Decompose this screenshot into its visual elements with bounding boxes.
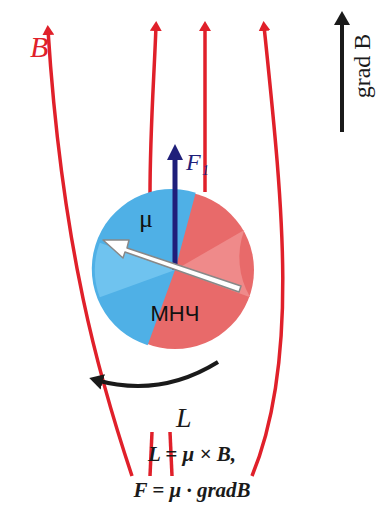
particle-name: МНЧ (151, 303, 200, 325)
particle-shape (95, 190, 255, 350)
gradient-label: grad B (350, 34, 374, 99)
moment-symbol: μ (139, 206, 153, 232)
torque-label: L (176, 404, 192, 432)
field-label: B (30, 32, 48, 62)
formula: F = μ · gradB (133, 480, 250, 501)
nanoparticle-circle: μМНЧ (95, 190, 255, 350)
formula: L = μ × B, (148, 444, 236, 465)
force-label: F₁ (186, 150, 209, 174)
